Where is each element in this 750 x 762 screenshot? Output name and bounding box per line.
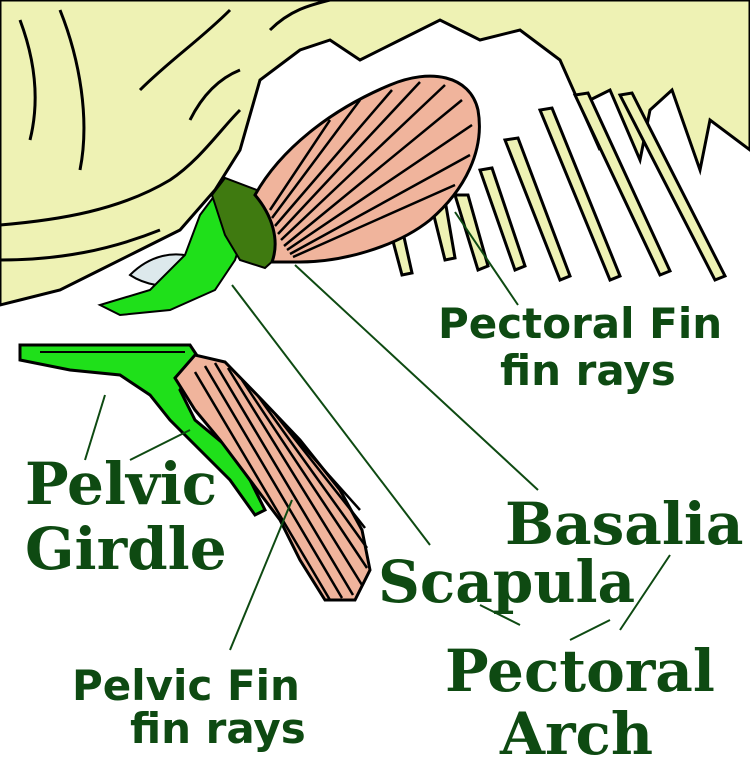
pelvic-girdle-label-line2: Girdle — [25, 520, 227, 578]
pelvic-fin-rays-label-line1: Pelvic Fin — [72, 665, 300, 707]
basalia-label: Basalia — [505, 495, 744, 553]
pectoral-arch-label-line2: Arch — [500, 705, 653, 762]
pelvic-girdle-label-line1: Pelvic — [25, 455, 217, 513]
pelvic-fin-rays-label-line2: fin rays — [130, 708, 306, 750]
scapula-label: Scapula — [378, 553, 635, 611]
pectoral-fin-rays-label-line2: fin rays — [500, 350, 676, 392]
pectoral-fin-rays-label-line1: Pectoral Fin — [438, 303, 722, 345]
pectoral-arch-label-line1: Pectoral — [445, 642, 715, 700]
